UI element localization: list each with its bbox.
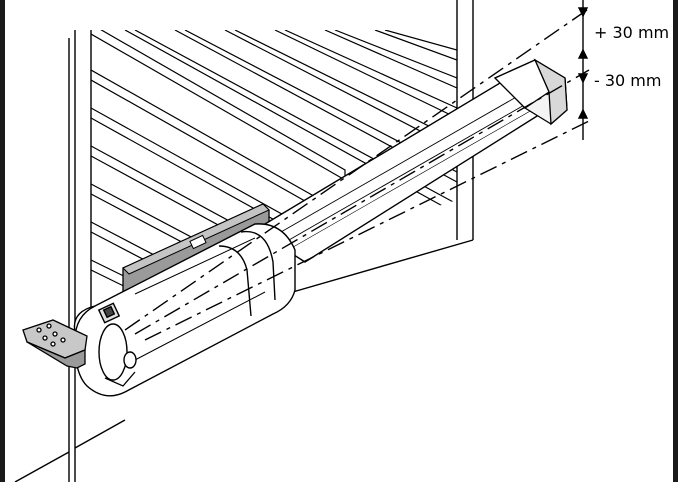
minus-30mm-label: - 30 mm bbox=[594, 71, 662, 90]
dimension-markers bbox=[577, 0, 589, 140]
installation-drawing bbox=[14, 0, 592, 482]
actuator-tube bbox=[253, 79, 555, 263]
plus-30mm-label: + 30 mm bbox=[594, 23, 670, 42]
tolerance-lines bbox=[124, 9, 592, 341]
motor-body bbox=[73, 223, 296, 397]
rear-fixing-plate bbox=[22, 319, 136, 387]
